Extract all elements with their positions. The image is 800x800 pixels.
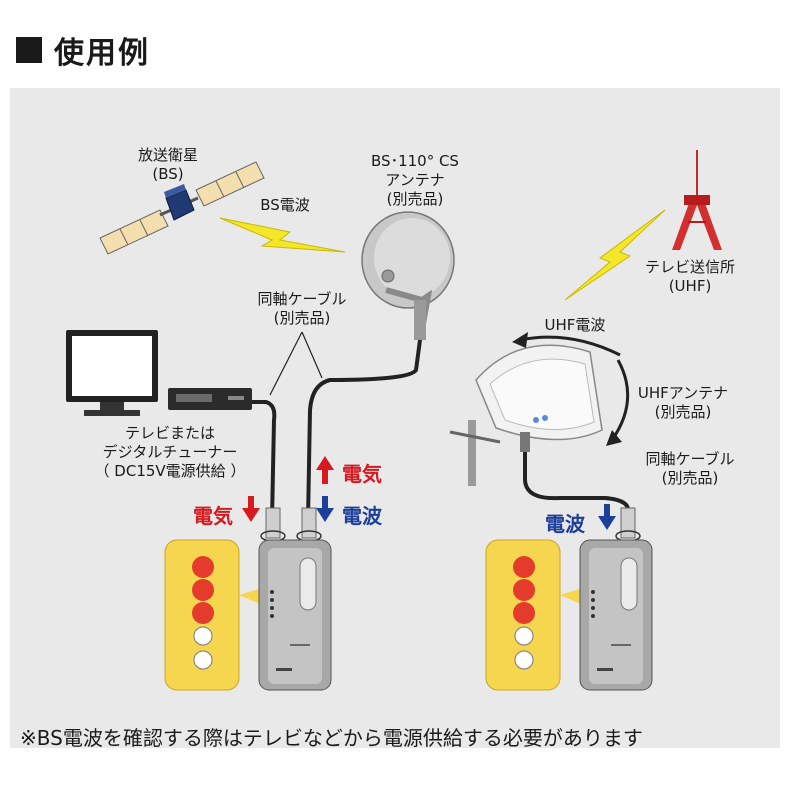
coax-left-sub: (別売品) (273, 309, 331, 327)
tuner-icon (168, 388, 252, 410)
arrow-head-icon (512, 332, 528, 348)
satellite-label: 放送衛星 (BS) (118, 146, 218, 184)
coax-right-label: 同軸ケーブル (別売品) (620, 450, 760, 488)
uhf-rotate-arrow (610, 359, 630, 441)
checker-device-icon (258, 539, 332, 691)
bs-antenna-label: BS･110° CS アンテナ (別売品) (340, 152, 490, 209)
uhf-antenna-title: UHFアンテナ (637, 384, 729, 402)
tower-code: (UHF) (668, 277, 712, 295)
uhf-antenna-icon (449, 344, 603, 486)
arrow-down-icon (242, 496, 260, 522)
coax-left-label: 同軸ケーブル (別売品) (232, 290, 372, 328)
tower-name: テレビ送信所 (644, 258, 735, 276)
bs-wave-label: BS電波 (260, 196, 310, 214)
tv-tower-icon (672, 150, 722, 250)
bs-antenna-title: BS･110° CS (371, 152, 459, 170)
uhf-antenna-label: UHFアンテナ (別売品) (618, 384, 748, 422)
bs-antenna-sub: アンテナ (385, 171, 445, 189)
arrow-up-icon (316, 456, 334, 484)
connector-icon (615, 507, 641, 542)
arrow-head-icon (606, 430, 622, 446)
lightning-icon (564, 209, 666, 301)
checker-device-icon (579, 539, 653, 691)
dish-antenna-icon (361, 211, 455, 341)
uhf-wave-arrow (519, 335, 621, 357)
tv-label: テレビまたは デジタルチューナー （ DC15V電源供給 ） (60, 424, 280, 481)
pointer-line (301, 331, 323, 379)
bs-antenna-note: (別売品) (386, 190, 444, 208)
satellite-code: (BS) (152, 165, 184, 183)
coax-right-title: 同軸ケーブル (645, 450, 735, 468)
coax-left-title: 同軸ケーブル (257, 290, 347, 308)
satellite-icon (99, 161, 265, 255)
coax-cable-right (523, 452, 631, 520)
satellite-name: 放送衛星 (137, 146, 198, 164)
coax-cable-left-tuner (252, 400, 277, 521)
power-down-label: 電気 (193, 504, 233, 528)
page-title: 使用例 (16, 28, 150, 72)
arrow-down-icon (316, 496, 334, 522)
coax-cable-left-dish (306, 339, 422, 521)
tower-label: テレビ送信所 (UHF) (630, 258, 750, 296)
heading-text: 使用例 (54, 36, 150, 71)
led-panel-icon (164, 539, 262, 691)
connector-icon (260, 507, 322, 542)
arrow-down-icon (598, 504, 616, 530)
monitor-icon (66, 330, 158, 416)
tv-line3: （ DC15V電源供給 ） (94, 462, 246, 480)
coax-right-sub: (別売品) (661, 469, 719, 487)
wave-down-right-label: 電波 (545, 512, 585, 536)
power-up-label: 電気 (342, 462, 382, 486)
pointer-line (269, 331, 303, 396)
led-panel-icon (485, 539, 583, 691)
lightning-icon (219, 217, 346, 253)
wave-down-left-label: 電波 (342, 504, 382, 528)
heading-square-icon (16, 37, 42, 63)
uhf-wave-label: UHF電波 (544, 316, 606, 334)
tv-line1: テレビまたは (124, 424, 215, 442)
footnote: ※BS電波を確認する際はテレビなどから電源供給する必要があります (20, 726, 643, 750)
tv-line2: デジタルチューナー (102, 443, 238, 461)
uhf-antenna-sub: (別売品) (654, 403, 712, 421)
